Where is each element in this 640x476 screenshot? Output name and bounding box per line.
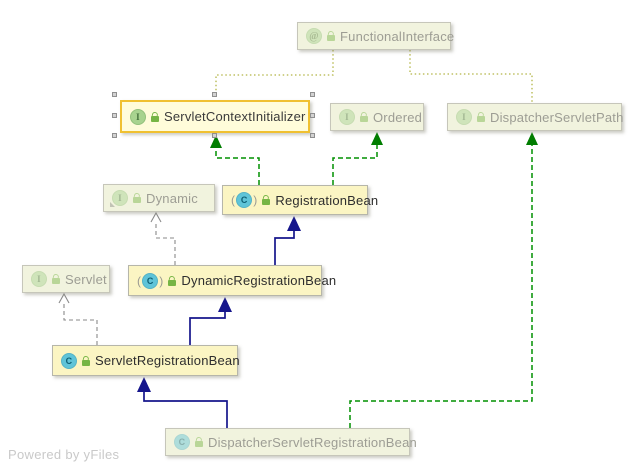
node-label: RegistrationBean — [275, 192, 379, 208]
arrowhead-implements-servlet — [58, 292, 70, 304]
edge-dispatcherservletpath-annotated-functionalinterface[interactable] — [409, 50, 533, 103]
lock-icon — [133, 197, 141, 203]
selection-handle-bottom-right[interactable] — [310, 133, 315, 138]
lock-icon — [168, 279, 177, 286]
interface-icon: I — [339, 109, 355, 125]
inner-interface-icon: I — [110, 190, 128, 207]
node-functionalinterface[interactable]: @ FunctionalInterface — [297, 22, 455, 50]
edge-servletregistrationbean-implements-servlet[interactable] — [63, 303, 98, 345]
interface-icon: I — [31, 271, 47, 287]
edge-dispatcherservletregistrationbean-extends-servletregistrationbean[interactable] — [143, 392, 228, 428]
lock-icon — [262, 199, 271, 205]
node-label: DispatcherServletRegistrationBean — [208, 434, 417, 450]
edge-servletcontextinitializer-annotated-functionalinterface[interactable] — [215, 50, 334, 97]
lock-icon — [360, 116, 368, 122]
class-icon: C — [174, 434, 190, 450]
lock-icon — [477, 116, 485, 122]
node-label: DynamicRegistrationBean — [181, 273, 337, 288]
arrowhead-implements-dynamic — [150, 211, 162, 223]
abstract-class-icon: C — [231, 192, 257, 208]
node-label: FunctionalInterface — [340, 28, 455, 44]
arrowhead-extends-dynamicregistrationbean — [218, 297, 232, 312]
edge-dynamicregistrationbean-extends-registrationbean[interactable] — [274, 231, 295, 265]
lock-icon — [52, 278, 60, 284]
node-dispatcherservletregistrationbean[interactable]: C DispatcherServletRegistrationBean — [165, 428, 417, 456]
node-servletcontextinitializer[interactable]: I ServletContextInitializer — [120, 100, 310, 133]
node-label: Ordered — [373, 109, 423, 125]
abstract-class-icon: C — [137, 272, 163, 289]
annotation-icon: @ — [306, 28, 322, 44]
selection-handle-bottom-left[interactable] — [112, 133, 117, 138]
lock-icon — [327, 35, 335, 41]
arrowhead-implements-ordered — [371, 132, 383, 145]
edge-servletregistrationbean-extends-dynamicregistrationbean[interactable] — [189, 312, 226, 345]
selection-handle-mid-right[interactable] — [310, 113, 315, 118]
arrowhead-extends-servletregistrationbean — [137, 377, 151, 392]
selection-handle-top-right[interactable] — [310, 92, 315, 97]
arrowhead-implements-servletcontextinitializer — [210, 135, 222, 148]
node-dynamic[interactable]: I Dynamic — [103, 184, 215, 212]
node-dynamicregistrationbean[interactable]: C DynamicRegistrationBean — [128, 265, 336, 296]
selection-handle-top-center[interactable] — [212, 92, 217, 97]
node-servletregistrationbean[interactable]: C ServletRegistrationBean — [52, 345, 240, 376]
node-label: DispatcherServletPath — [490, 109, 624, 125]
node-dispatcherservletpath[interactable]: I DispatcherServletPath — [447, 103, 624, 131]
arrowhead-extends-registrationbean — [287, 216, 301, 231]
node-label: ServletContextInitializer — [164, 109, 306, 124]
edge-registrationbean-implements-servletcontextinitializer[interactable] — [215, 148, 260, 185]
edge-dispatcherservletregistrationbean-implements-dispatcherservletpath[interactable] — [349, 145, 533, 428]
interface-icon: I — [456, 109, 472, 125]
selection-handle-mid-left[interactable] — [112, 113, 117, 118]
lock-icon — [82, 359, 90, 366]
node-label: Servlet — [65, 271, 107, 287]
node-registrationbean[interactable]: C RegistrationBean — [222, 185, 378, 215]
node-servlet[interactable]: I Servlet — [22, 265, 110, 293]
arrowhead-implements-dispatcherservletpath — [526, 132, 538, 145]
edge-dynamicregistrationbean-implements-dynamic[interactable] — [155, 222, 176, 265]
selection-handle-top-left[interactable] — [112, 92, 117, 97]
class-icon: C — [61, 352, 77, 369]
inner-class-overlay-icon — [110, 202, 115, 207]
selection-handle-bottom-center[interactable] — [212, 133, 217, 138]
lock-icon — [195, 441, 203, 447]
node-ordered[interactable]: I Ordered — [330, 103, 424, 131]
lock-icon — [151, 115, 159, 122]
node-label: Dynamic — [146, 190, 198, 206]
node-label: ServletRegistrationBean — [95, 353, 240, 368]
interface-icon: I — [130, 108, 146, 125]
edge-registrationbean-implements-ordered[interactable] — [332, 145, 378, 185]
yfiles-watermark: Powered by yFiles — [8, 447, 120, 462]
